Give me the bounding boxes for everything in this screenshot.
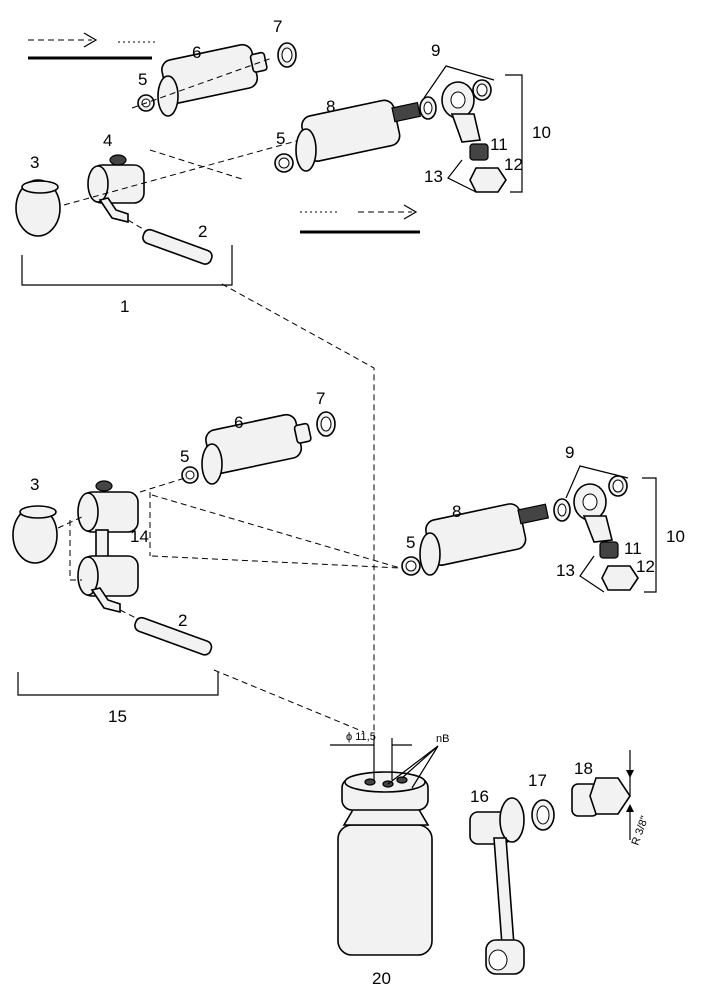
label-20: 20: [372, 969, 391, 988]
quick-coupler-6-lower: [201, 413, 312, 485]
label-5-upper-b: 5: [276, 129, 285, 148]
label-3-lower: 3: [30, 475, 39, 494]
cap-3-lower: [12, 505, 58, 564]
label-7-upper: 7: [273, 17, 282, 36]
label-5-upper-a: 5: [138, 70, 147, 89]
seal-ring-9-lower-a: [553, 498, 571, 522]
label-8-lower: 8: [452, 502, 461, 521]
nut-12-lower: [601, 565, 639, 591]
seal-ring-9-upper-a: [419, 96, 437, 120]
seal-ring-9-lower-b: [608, 475, 628, 497]
label-14: 14: [130, 527, 149, 546]
adapter-18: [571, 777, 631, 817]
label-17: 17: [528, 771, 547, 790]
olive-ring-11-lower: [599, 541, 619, 559]
hose-2-upper: [127, 219, 213, 265]
thread-size-label: R 3/8": [630, 814, 652, 847]
label-6-upper: 6: [192, 43, 201, 62]
label-13-upper: 13: [424, 167, 443, 186]
label-3-upper: 3: [30, 153, 39, 172]
olive-ring-11-upper: [469, 143, 489, 161]
seal-ring-7-upper: [277, 42, 297, 68]
seal-ring-17: [531, 799, 555, 831]
banjo-fitting-upper: [441, 81, 481, 143]
nb-label: nB: [436, 733, 449, 745]
label-11-upper: 11: [490, 135, 508, 154]
bracket-10-upper: [505, 74, 523, 193]
bracket-1: [21, 245, 233, 286]
label-10-lower: 10: [666, 527, 685, 546]
label-9-lower: 9: [565, 443, 574, 462]
seal-ring-7-lower: [316, 411, 336, 437]
container-20: [337, 771, 433, 956]
thread-dimension: [626, 750, 634, 840]
label-2-upper: 2: [198, 222, 207, 241]
bore-diameter-label: ϕ 11,5: [346, 731, 376, 743]
banjo-fitting-lower: [573, 483, 613, 543]
flow-legend-middle: [300, 204, 420, 234]
cap-3-upper: [15, 179, 61, 237]
spanner-16: [469, 797, 525, 975]
quick-coupler-8-lower: [419, 503, 550, 576]
bracket-10-lower: [642, 477, 657, 593]
label-12-lower: 12: [636, 557, 655, 576]
quick-coupler-8-upper: [295, 99, 422, 172]
label-5-lower-b: 5: [406, 533, 415, 552]
nut-12-upper: [469, 167, 507, 193]
label-16: 16: [470, 787, 489, 806]
label-6-lower: 6: [234, 413, 243, 432]
label-8-upper: 8: [326, 97, 335, 116]
seal-ring-9-upper-b: [472, 79, 492, 101]
label-10-upper: 10: [532, 123, 551, 142]
label-9-upper: 9: [431, 41, 440, 60]
label-2-lower: 2: [178, 611, 187, 630]
hose-2-lower: [119, 609, 213, 656]
label-13-lower: 13: [556, 561, 575, 580]
label-11-lower: 11: [624, 539, 642, 558]
seal-ring-5-upper-b: [274, 153, 294, 173]
coupling-body-4: [87, 154, 145, 224]
label-15: 15: [108, 707, 127, 726]
bore-dimension: [330, 738, 412, 780]
label-4: 4: [103, 131, 112, 150]
coupling-body-14-bottom: [77, 529, 139, 614]
label-1: 1: [120, 297, 129, 316]
bracket-15: [17, 672, 219, 696]
seal-ring-5-lower-b: [401, 556, 421, 576]
label-7-lower: 7: [316, 389, 325, 408]
label-12-upper: 12: [504, 155, 523, 174]
seal-ring-5-lower-a: [181, 466, 199, 484]
coupling-body-14-top: [77, 480, 139, 533]
label-5-lower-a: 5: [180, 447, 189, 466]
flow-legend-top: [28, 32, 158, 60]
label-18: 18: [574, 759, 593, 778]
